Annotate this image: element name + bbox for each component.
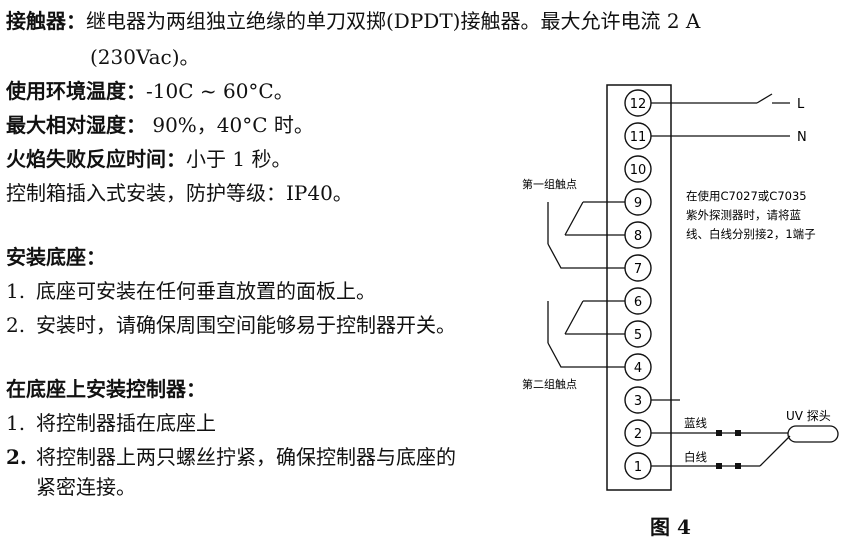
note-line-2: 紫外探测器时，请将蓝 [686, 208, 801, 222]
switch-icon [756, 93, 773, 104]
terminal-block [606, 84, 672, 491]
env-temp-label: 使用环境温度： [6, 79, 146, 103]
label-N: N [797, 130, 807, 145]
group2-label: 第二组触点 [522, 377, 577, 391]
flame-spec: 火焰失败反应时间：小于 1 秒。 [6, 146, 291, 172]
terminal-10-circle [624, 155, 652, 183]
note-line-3: 线、白线分别接2，1端子 [686, 227, 816, 241]
mount-item-1: 1. 将控制器插在底座上 [6, 410, 216, 436]
group1-label: 第一组触点 [522, 177, 577, 191]
mount-item-2: 2. 将控制器上两只螺丝拧紧，确保控制器与底座的 [6, 444, 456, 470]
install-type-spec: 控制箱插入式安装，防护等级：IP40。 [6, 181, 353, 205]
white-wire-label: 白线 [684, 450, 707, 464]
list-number: 2. [6, 445, 27, 469]
list-number: 1. [6, 279, 26, 303]
label-L: L [797, 97, 805, 112]
env-temp-text: -10C ~ 60°C。 [146, 79, 294, 103]
list-text: 将控制器上两只螺丝拧紧，确保控制器与底座的 [36, 445, 456, 469]
terminal-8-label: 8 [634, 229, 642, 244]
humidity-spec: 最大相对湿度： 90%，40°C 时。 [6, 112, 314, 138]
humidity-text: 90%，40°C 时。 [146, 113, 314, 137]
terminal-1-label: 1 [634, 460, 642, 475]
base-item-1: 1. 底座可安装在任何垂直放置的面板上。 [6, 278, 376, 304]
line-L-wire [651, 93, 790, 104]
terminal-5-label: 5 [634, 328, 642, 343]
terminal-9-label: 9 [634, 196, 642, 211]
list-number: 1. [6, 411, 26, 435]
uv-probe-wiring [651, 432, 791, 467]
list-text: 安装时，请确保周围空间能够易于控制器开关。 [36, 313, 456, 337]
terminal-6-label: 6 [634, 295, 642, 310]
figure-caption: 图 4 [650, 515, 691, 539]
env-temp-spec: 使用环境温度：-10C ~ 60°C。 [6, 78, 294, 104]
group2-contact-wiring [547, 300, 625, 368]
flame-label: 火焰失败反应时间： [6, 147, 186, 171]
terminal-11-label: 11 [630, 130, 647, 145]
mount-item-2-cont: 紧密连接。 [36, 475, 136, 499]
list-text: 底座可安装在任何垂直放置的面板上。 [36, 279, 376, 303]
humidity-label: 最大相对湿度： [6, 113, 146, 137]
flame-text: 小于 1 秒。 [186, 147, 292, 171]
terminal-4-label: 4 [634, 361, 642, 376]
group1-contact-wiring [547, 201, 625, 269]
contactor-spec-cont: (230Vac)。 [90, 45, 200, 69]
terminal-2-label: 2 [634, 427, 642, 442]
terminal-7-label: 7 [634, 262, 642, 277]
uv-probe-icon [787, 425, 839, 443]
terminal-group: 12 11 10 9 8 7 6 5 4 3 2 1 [624, 89, 652, 480]
list-number: 2. [6, 313, 26, 337]
contactor-spec: 接触器：继电器为两组独立绝缘的单刀双掷(DPDT)接触器。最大允许电流 2 A [6, 8, 700, 34]
base-section-heading: 安装底座： [6, 245, 106, 269]
terminal-12-label: 12 [630, 97, 647, 112]
blue-wire-label: 蓝线 [684, 416, 707, 430]
note-line-1: 在使用C7027或C7035 [686, 189, 807, 203]
terminal-3-label: 3 [634, 394, 642, 409]
contactor-label: 接触器： [6, 9, 86, 33]
contactor-text: 继电器为两组独立绝缘的单刀双掷(DPDT)接触器。最大允许电流 2 A [86, 9, 701, 33]
uv-probe-label: UV 探头 [786, 409, 831, 423]
list-text: 将控制器插在底座上 [36, 411, 216, 435]
wiring-diagram: 12 11 10 9 8 7 6 5 4 3 2 1 [522, 84, 839, 491]
mount-section-heading: 在底座上安装控制器： [6, 377, 206, 401]
base-item-2: 2. 安装时，请确保周围空间能够易于控制器开关。 [6, 312, 456, 338]
terminal-10-label: 10 [630, 163, 647, 178]
wire-connectors [716, 430, 741, 469]
